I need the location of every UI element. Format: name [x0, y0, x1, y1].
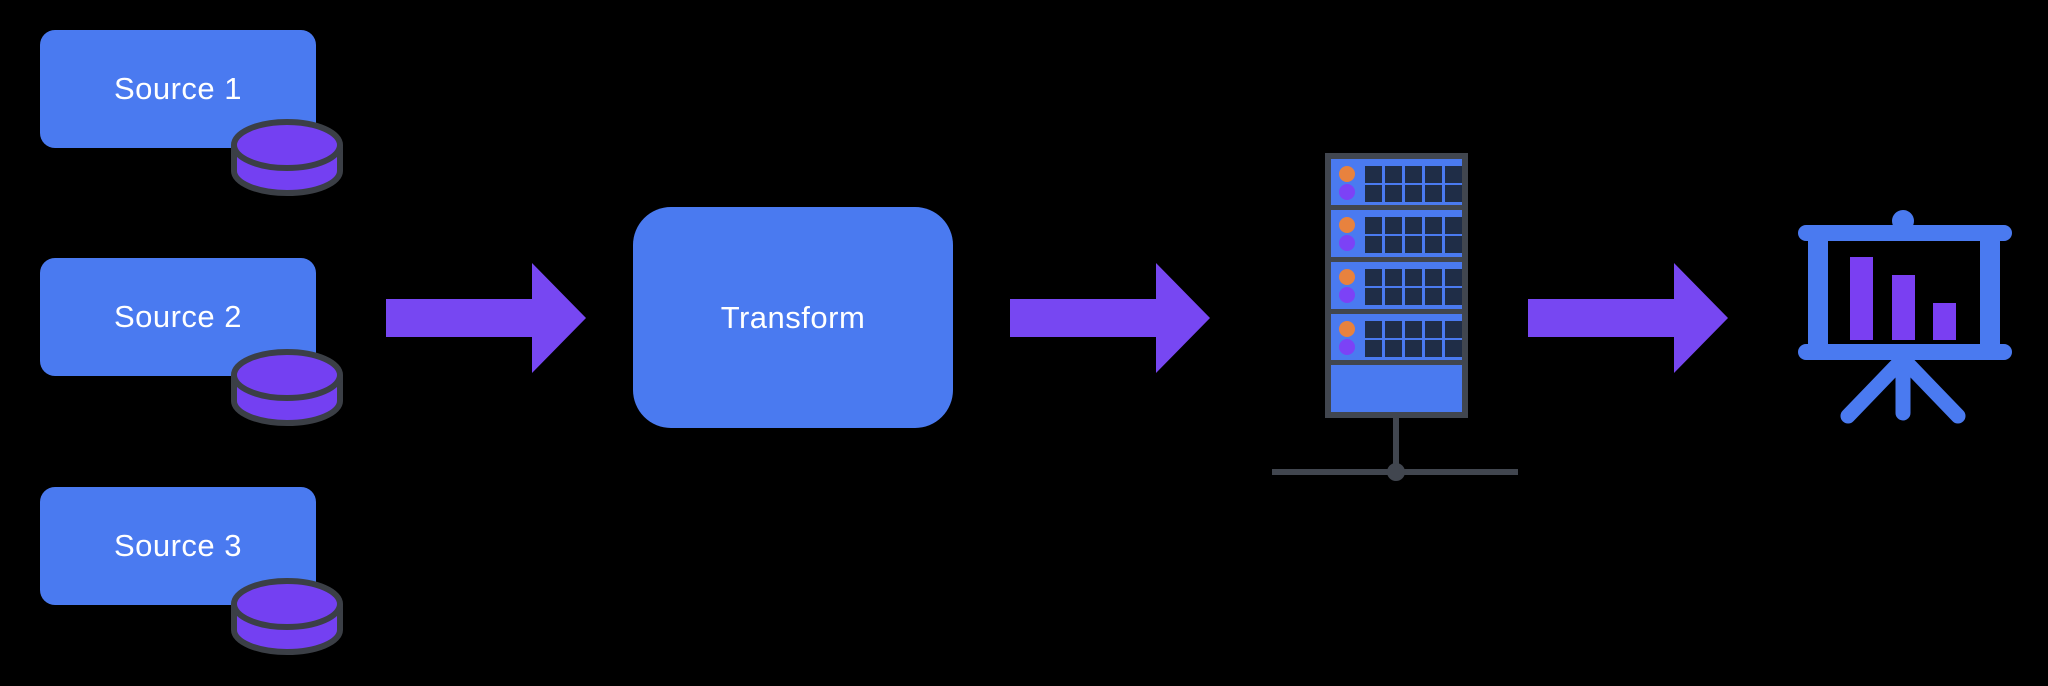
- source-2-label: Source 2: [113, 299, 243, 334]
- chart-bar: [1850, 257, 1873, 340]
- arrow-right-icon: [1010, 263, 1210, 373]
- source-1-node: Source 1: [40, 30, 316, 148]
- source-3-label: Source 3: [113, 528, 243, 563]
- server-rack-icon: [1272, 153, 1518, 481]
- server-unit: [1331, 210, 1462, 257]
- arrow-right-icon: [386, 263, 586, 373]
- source-1-label: Source 1: [113, 71, 243, 106]
- database-cylinder-icon: [231, 578, 343, 655]
- server-unit: [1331, 159, 1462, 205]
- transform-node: Transform: [633, 207, 953, 428]
- server-unit: [1331, 262, 1462, 309]
- database-cylinder-icon: [231, 119, 343, 196]
- transform-label: Transform: [720, 299, 866, 335]
- database-cylinder-icon: [231, 349, 343, 426]
- chart-bar: [1933, 303, 1956, 340]
- presentation-bar-chart-icon: [1798, 210, 2012, 424]
- arrow-right-icon: [1528, 263, 1728, 373]
- chart-bar: [1892, 275, 1915, 340]
- server-unit: [1331, 314, 1462, 360]
